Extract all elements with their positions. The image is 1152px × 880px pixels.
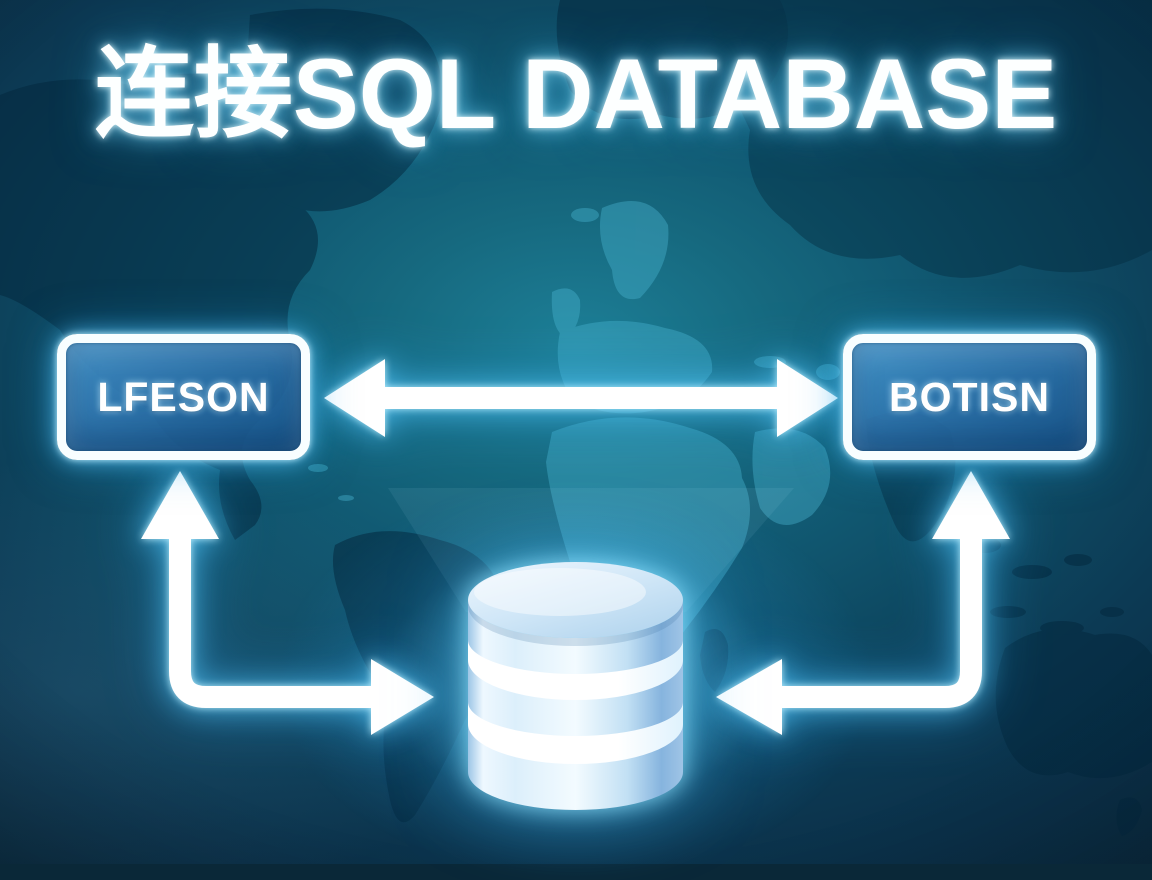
- node-lfeson-label: LFESON: [97, 373, 270, 420]
- elbow-arrow-right-icon: [716, 471, 1010, 735]
- double-headed-arrow-icon: [324, 359, 838, 437]
- page-title: 连接SQL DATABASE: [94, 38, 1058, 149]
- elbow-arrow-left-icon: [141, 471, 434, 735]
- node-lfeson: LFESON: [57, 334, 310, 460]
- node-botisn-label: BOTISN: [889, 373, 1050, 420]
- database-cylinder-icon: [468, 562, 683, 810]
- node-botisn: BOTISN: [843, 334, 1096, 460]
